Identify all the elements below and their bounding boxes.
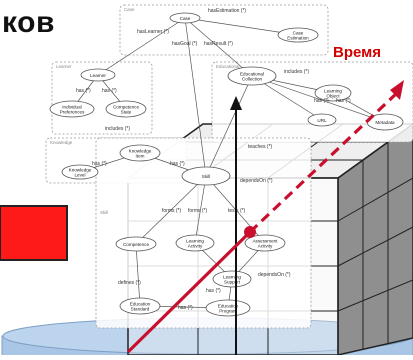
box-tag: Knowledge	[50, 140, 73, 145]
node-learner: Learner	[81, 69, 115, 81]
node-case: Case	[170, 13, 200, 23]
node-label: Collection	[242, 77, 263, 82]
node-label: Level	[75, 173, 86, 178]
node-label: Metadata	[375, 120, 395, 125]
box-tag: Skill	[100, 210, 108, 215]
edge-label: hasEstimation (*)	[208, 8, 246, 14]
edge-label: forms (*)	[188, 208, 208, 214]
node-label: Learner	[90, 73, 106, 78]
node-label: Competence	[123, 242, 149, 247]
node-educational-standard: EducationStandard	[120, 298, 160, 314]
node-skill: Skill	[182, 167, 230, 185]
edge-label: includes (*)	[284, 69, 309, 75]
edge-label: has (*)	[170, 161, 185, 167]
node-label: Activity	[188, 244, 203, 249]
edge-label: has (*)	[336, 98, 351, 104]
node-label: Case	[180, 16, 191, 21]
edge-label: has (*)	[314, 98, 329, 104]
node-label: URL	[317, 118, 327, 123]
node-label: Preferences	[60, 110, 85, 115]
edge-label: teaches (*)	[248, 144, 273, 150]
edge-label: forms (*)	[162, 208, 182, 214]
time-axis-label: Время	[333, 44, 381, 61]
box-tag: Learner	[56, 64, 72, 69]
node-label: Estimation	[287, 36, 309, 41]
node-label: Standard	[131, 307, 150, 312]
edge-label: has (*)	[76, 88, 91, 94]
node-label: Program	[219, 309, 237, 314]
edge-label: has (*)	[102, 88, 117, 94]
node-label: Skill	[202, 174, 210, 179]
red-block	[0, 206, 67, 260]
edge-label: hasGoal (*)	[172, 41, 198, 47]
edge-label: hasResult (*)	[204, 41, 233, 47]
node-label: State	[121, 110, 132, 115]
node-url: URL	[308, 114, 336, 126]
node-label: Item	[136, 154, 145, 159]
edge-label: dependsOn (*)	[258, 272, 291, 278]
page-heading: ков	[2, 6, 55, 40]
node-label: Support	[224, 280, 241, 285]
edge-label: has (*)	[178, 305, 193, 311]
node-label: Activity	[258, 244, 273, 249]
node-competence: Competence	[116, 237, 156, 251]
edge-label: has (*)	[206, 288, 221, 294]
box-tag: Educational	[216, 64, 240, 69]
edge-label: has (*)	[92, 161, 107, 167]
edge-label: dependsOn (*)	[240, 178, 273, 184]
box-tag: Case	[124, 7, 135, 12]
edge-label: hasLearner (*)	[137, 29, 169, 35]
edge-label: defines (*)	[118, 280, 141, 286]
edge-label: includes (*)	[105, 126, 130, 132]
